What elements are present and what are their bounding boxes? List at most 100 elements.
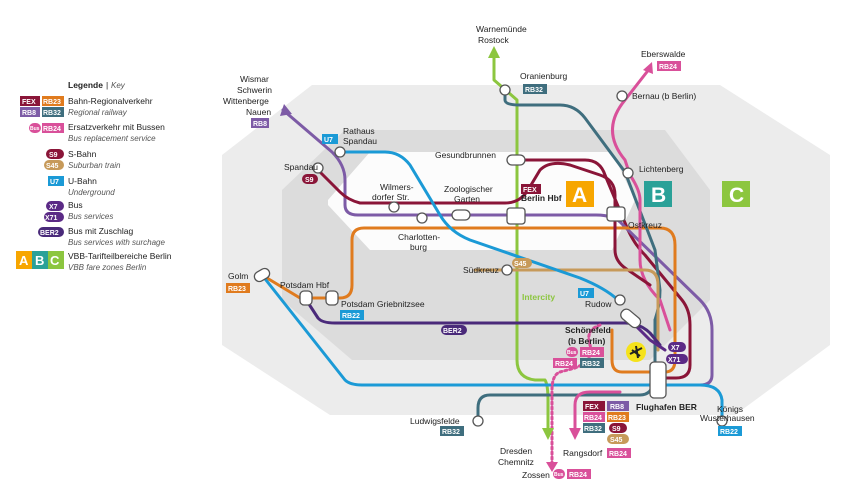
label-wilmersdorfer-2: dorfer Str. — [372, 192, 409, 202]
svg-text:RB32: RB32 — [582, 361, 600, 368]
svg-text:X7: X7 — [671, 345, 680, 352]
label-golm: Golm — [228, 271, 248, 281]
station-potsdam-hbf[interactable] — [299, 290, 313, 306]
svg-text:S45: S45 — [514, 261, 527, 268]
badge-ber-s9: S9 — [609, 423, 627, 433]
badge-ber-s45: S45 — [607, 434, 629, 444]
station-charlottenburg[interactable] — [416, 212, 428, 224]
station-bernau[interactable] — [616, 90, 628, 102]
badge-schoenefeld-rb32: RB32 — [580, 358, 604, 368]
badge-ber-rb8: RB8 — [607, 401, 629, 411]
legend-label-regional: Bahn-Regionalverkehr — [68, 96, 153, 106]
svg-text:FEX: FEX — [585, 404, 599, 411]
line-s9 — [316, 161, 652, 287]
legend-label-regional-en: Regional railway — [68, 108, 128, 117]
legend-badge-u7: U7 — [50, 179, 59, 186]
label-charlottenburg-1: Charlotten- — [398, 232, 440, 242]
legend-label-sbahn: S-Bahn — [68, 149, 97, 159]
badge-oranienburg-rb32: RB32 — [523, 84, 547, 94]
legend-label-replacement: Ersatzverkehr mit Bussen — [68, 122, 165, 132]
badge-ludwigsfelde-rb32: RB32 — [440, 426, 464, 436]
legend-badge-rb24: RB24 — [43, 126, 61, 133]
svg-text:FEX: FEX — [523, 187, 537, 194]
station-rathaus-spandau[interactable] — [334, 146, 346, 158]
badge-eberswalde-rb24: RB24 — [657, 61, 681, 71]
legend-badge-rb32: RB32 — [43, 110, 61, 117]
legend-label-surcharge: Bus mit Zuschlag — [68, 226, 133, 236]
legend-label-surcharge-en: Bus services with surchage — [68, 238, 165, 247]
station-oranienburg[interactable] — [499, 84, 511, 96]
label-rathaus-spandau-1: Rathaus — [343, 126, 375, 136]
station-ludwigsfelde[interactable] — [472, 415, 484, 427]
legend-badge-rb23: RB23 — [43, 99, 61, 106]
svg-text:RB32: RB32 — [525, 87, 543, 94]
arrow-wismar — [280, 104, 292, 116]
label-suedkreuz: Südkreuz — [463, 265, 499, 275]
zone-b-box — [644, 181, 672, 207]
line-rb24-south — [573, 390, 622, 432]
label-spandau: Spandau — [284, 162, 318, 172]
legend-title-en: Key — [111, 81, 126, 90]
badge-ber2: BER2 — [441, 325, 467, 335]
legend-label-bus-en: Bus services — [68, 212, 113, 221]
station-griebnitzsee[interactable] — [325, 290, 339, 306]
legend-badge-bus: Bus — [30, 126, 40, 132]
legend-zone-a: A — [19, 253, 29, 268]
badge-golm-rb23: RB23 — [226, 283, 250, 293]
line-fex — [515, 158, 692, 380]
svg-text:RB24: RB24 — [659, 64, 677, 71]
label-zossen: Zossen — [522, 470, 550, 480]
badge-x71: X71 — [666, 354, 688, 364]
svg-text:U7: U7 — [324, 137, 333, 144]
label-nauen: Nauen — [246, 107, 271, 117]
label-ber: Flughafen BER — [636, 402, 697, 412]
station-golm[interactable] — [253, 267, 272, 284]
label-rathaus-spandau-2: Spandau — [343, 136, 377, 146]
badge-zossen-rb24: RB24 — [567, 469, 591, 479]
station-schoenefeld[interactable] — [619, 307, 643, 330]
badge-ber-fex: FEX — [583, 401, 605, 411]
svg-text:RB24: RB24 — [555, 361, 573, 368]
label-zoo-1: Zoologischer — [444, 184, 493, 194]
legend: Legende | Key FEX RB23 RB8 RB32 Bahn-Reg… — [16, 80, 172, 272]
station-wilmersdorfer[interactable] — [388, 201, 400, 213]
badge-x7: X7 — [668, 342, 686, 352]
line-ber2 — [303, 296, 662, 347]
svg-text:RB23: RB23 — [228, 286, 246, 293]
label-bernau: Bernau (b Berlin) — [632, 91, 696, 101]
legend-label-replacement-en: Bus replacement service — [68, 134, 156, 143]
svg-text:RB24: RB24 — [609, 451, 627, 458]
station-gesundbrunnen[interactable] — [506, 154, 526, 166]
station-ostkreuz[interactable] — [606, 206, 626, 222]
label-griebnitzsee: Potsdam Griebnitzsee — [341, 299, 425, 309]
svg-text:X71: X71 — [668, 357, 681, 364]
station-hbf[interactable] — [506, 207, 526, 225]
label-koenigs-2: Wusterhausen — [700, 413, 755, 423]
badge-schoenefeld-rb24b: RB24 — [553, 358, 577, 368]
label-rudow: Rudow — [585, 299, 612, 309]
svg-text:RB8: RB8 — [253, 121, 267, 128]
badge-suedkreuz-s45: S45 — [512, 258, 532, 268]
station-lichtenberg[interactable] — [622, 167, 634, 179]
label-eberswalde: Eberswalde — [641, 49, 686, 59]
station-rudow[interactable] — [614, 294, 626, 306]
badge-zossen-bus: Bus — [553, 469, 565, 479]
legend-label-zones: VBB-Tarifteilbereiche Berlin — [68, 251, 172, 261]
zone-c-box — [722, 181, 750, 207]
station-spandau[interactable] — [312, 162, 324, 174]
legend-badge-s9: S9 — [49, 152, 58, 159]
svg-text:BER2: BER2 — [443, 328, 462, 335]
zone-b-label: B — [651, 184, 666, 207]
station-ber[interactable] — [649, 361, 667, 399]
station-zoo[interactable] — [451, 209, 471, 221]
badge-koenigs-rb22: RB22 — [718, 426, 742, 436]
label-oranienburg: Oranienburg — [520, 71, 568, 81]
svg-text:Bus: Bus — [554, 472, 564, 478]
legend-badge-fex: FEX — [22, 99, 36, 106]
label-schoenefeld-1: Schönefeld — [565, 325, 611, 335]
label-wismar: Wismar — [240, 74, 269, 84]
badge-rathaus-u7: U7 — [322, 134, 338, 144]
station-suedkreuz[interactable] — [501, 264, 513, 276]
svg-text:RB24: RB24 — [582, 350, 600, 357]
